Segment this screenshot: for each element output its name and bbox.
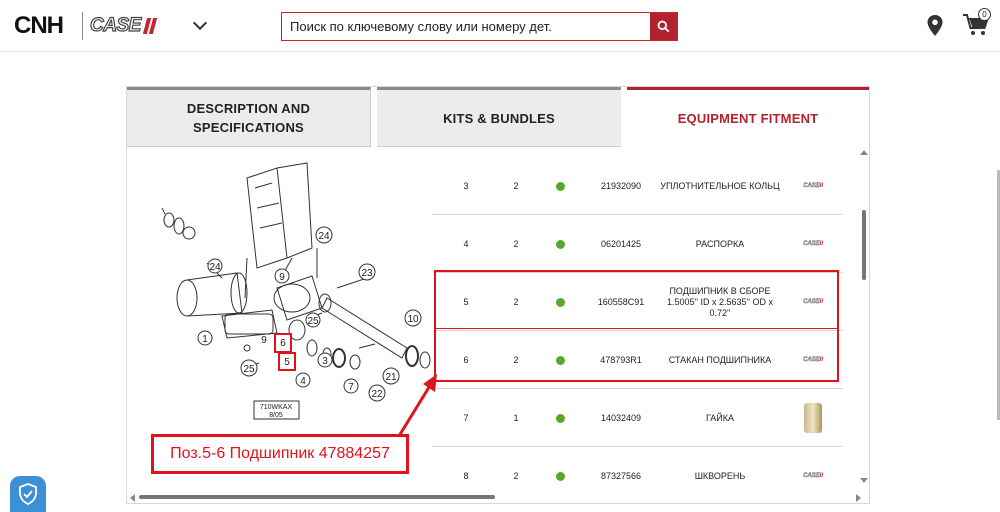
parts-diagram: 24 9 23 24 10 25 1 6 5 4 3 7 — [127, 148, 433, 488]
row-description: УПЛОТНИТЕЛЬНОЕ КОЛЬЦ — [660, 180, 780, 191]
diagram-label: 1 — [202, 334, 208, 345]
nut-photo[interactable] — [783, 389, 843, 447]
page-scrollbar[interactable] — [997, 170, 1000, 420]
case-brand-icon: CASEII — [802, 473, 823, 479]
row-part-number[interactable]: 87327566 — [600, 471, 642, 481]
diagram-label: 9 — [279, 272, 285, 283]
row-description: СТАКАН ПОДШИПНИКА — [668, 354, 772, 365]
case-brand-icon: CASEII — [802, 299, 823, 305]
row-description: РАСПОРКА — [695, 238, 745, 249]
availability-dot — [533, 389, 587, 447]
row-position: 3 — [463, 181, 469, 191]
row-position: 8 — [463, 471, 469, 481]
table-row[interactable]: 5 2 160558C91 ПОДШИПНИК В СБОРЕ 1.5005''… — [433, 273, 843, 331]
case-brand-icon: CASEII — [802, 357, 823, 363]
diagram-label: 3 — [322, 356, 328, 367]
diagram-label: 24 — [209, 262, 221, 273]
location-pin-icon[interactable] — [925, 14, 945, 38]
tab-description-line2: SPECIFICATIONS — [193, 120, 304, 135]
table-row[interactable]: 7 1 14032409 ГАЙКА — [433, 389, 843, 447]
availability-dot — [533, 331, 587, 389]
tab-description-specifications[interactable]: DESCRIPTION AND SPECIFICATIONS — [127, 87, 371, 147]
search-icon — [657, 20, 670, 33]
scroll-thumb[interactable] — [139, 495, 495, 499]
cnh-logo[interactable]: CNH — [14, 12, 64, 39]
table-row[interactable]: 6 2 478793R1 СТАКАН ПОДШИПНИКА CASEII — [433, 331, 843, 389]
row-position: 5 — [463, 297, 469, 307]
row-part-number[interactable]: 21932090 — [600, 181, 642, 191]
diagram-label: 21 — [385, 372, 397, 383]
scroll-up-arrow-icon[interactable] — [860, 150, 868, 155]
diagram-label: 22 — [371, 389, 383, 400]
scroll-left-arrow-icon[interactable] — [130, 494, 135, 502]
case-logo[interactable]: CASE — [89, 14, 157, 37]
table-vertical-scrollbar[interactable] — [859, 148, 869, 488]
row-quantity: 2 — [513, 239, 519, 249]
search-bar — [281, 12, 678, 41]
row-position: 4 — [463, 239, 469, 249]
table-row[interactable]: 4 2 06201425 РАСПОРКА CASEII — [433, 215, 843, 273]
row-quantity: 2 — [513, 355, 519, 365]
annotation-arrow-icon — [397, 374, 437, 437]
tab-kits-bundles[interactable]: KITS & BUNDLES — [377, 87, 621, 147]
row-description: ПОДШИПНИК В СБОРЕ 1.5005'' ID x 2.5635''… — [667, 285, 773, 318]
table-row[interactable]: 8 2 87327566 ШКВОРЕНЬ CASEII — [433, 447, 843, 488]
diagram-label: 25 — [243, 364, 255, 375]
highlight-rows-5-6 — [434, 270, 839, 382]
diagram-label: 5 — [284, 357, 290, 368]
product-details-panel: DESCRIPTION AND SPECIFICATIONS KITS & BU… — [126, 86, 870, 504]
chevron-down-icon[interactable] — [192, 15, 208, 31]
row-part-number[interactable]: 478793R1 — [600, 355, 642, 365]
case-logo-text: CASE — [89, 14, 141, 36]
row-quantity: 2 — [513, 181, 519, 191]
diagram-label: 10 — [407, 314, 419, 325]
row-position: 6 — [463, 355, 469, 365]
annotation-callout: Поз.5-6 Подшипник 47884257 — [151, 434, 409, 474]
row-part-number[interactable]: 06201425 — [600, 239, 642, 249]
scroll-right-arrow-icon[interactable] — [856, 494, 861, 502]
row-part-number[interactable]: 160558C91 — [597, 297, 645, 307]
parts-diagram-drawing: 24 9 23 24 10 25 1 6 5 4 3 7 — [161, 162, 431, 420]
diagram-label: 24 — [318, 231, 330, 242]
diagram-caption-line1: 710WKAX — [260, 404, 293, 411]
availability-dot — [533, 157, 587, 215]
diagram-caption-line2: 8/05 — [269, 412, 283, 419]
row-quantity: 1 — [513, 413, 519, 423]
table-horizontal-scrollbar[interactable] — [127, 491, 869, 503]
cart-count-badge: 0 — [978, 8, 991, 21]
row-description: ШКВОРЕНЬ — [694, 470, 746, 481]
site-header: CNH CASE 0 — [0, 0, 1000, 52]
row-description: ГАЙКА — [706, 412, 734, 423]
case-brand-icon: CASEII — [802, 241, 823, 247]
case-logo-bars — [142, 18, 157, 34]
row-part-number[interactable]: 14032409 — [600, 413, 642, 423]
logo-separator — [82, 12, 83, 40]
availability-dot — [533, 215, 587, 273]
row-quantity: 2 — [513, 297, 519, 307]
fitment-table: 3 2 21932090 УПЛОТНИТЕЛЬНОЕ КОЛЬЦ CASEII… — [433, 148, 853, 488]
table-row[interactable]: 3 2 21932090 УПЛОТНИТЕЛЬНОЕ КОЛЬЦ CASEII — [433, 157, 843, 215]
shield-icon[interactable] — [10, 476, 46, 512]
search-input[interactable] — [282, 13, 650, 40]
row-position: 7 — [463, 413, 469, 423]
diagram-label: 23 — [361, 268, 373, 279]
search-button[interactable] — [650, 13, 677, 40]
tab-bar: DESCRIPTION AND SPECIFICATIONS KITS & BU… — [127, 87, 869, 147]
availability-dot — [533, 447, 587, 488]
diagram-label: 4 — [300, 376, 306, 387]
diagram-label: 6 — [280, 338, 286, 349]
scroll-down-arrow-icon[interactable] — [860, 478, 868, 483]
diagram-label: 9 — [261, 335, 267, 346]
availability-dot — [533, 273, 587, 331]
row-quantity: 2 — [513, 471, 519, 481]
tab-equipment-fitment[interactable]: EQUIPMENT FITMENT — [627, 87, 869, 147]
highlight-box-5 — [278, 352, 296, 371]
scroll-thumb[interactable] — [862, 210, 866, 280]
case-brand-icon: CASEII — [802, 183, 823, 189]
tab-description-line1: DESCRIPTION AND — [186, 101, 311, 116]
diagram-label: 25 — [307, 316, 319, 327]
diagram-label: 7 — [348, 382, 354, 393]
